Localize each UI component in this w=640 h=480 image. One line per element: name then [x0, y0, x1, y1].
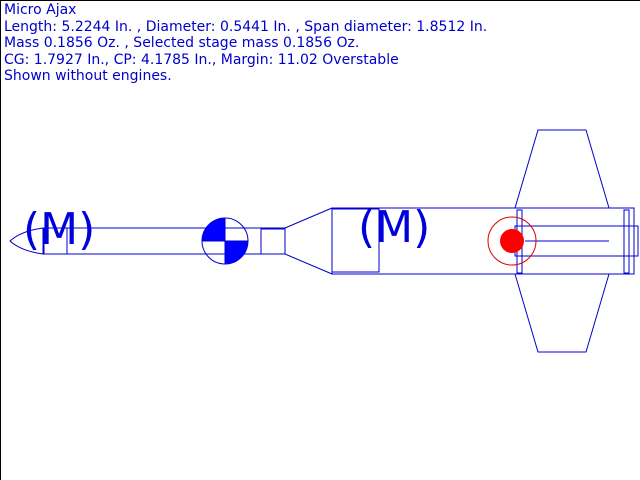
mass-marker-label-main: (M)	[358, 202, 430, 253]
dimensions-line: Length: 5.2244 In. , Diameter: 0.5441 In…	[4, 18, 488, 35]
main-mass-component	[331, 208, 380, 273]
nose-cone	[9, 227, 44, 255]
rocket-info: Micro Ajax Length: 5.2244 In. , Diameter…	[4, 2, 487, 85]
cg-marker-icon	[201, 217, 249, 265]
mass-line: Mass 0.1856 Oz. , Selected stage mass 0.…	[4, 35, 360, 51]
front-mass-component	[43, 227, 68, 255]
cp-marker-icon	[487, 216, 537, 266]
engines-note: Shown without engines.	[4, 68, 172, 84]
stability-line: CG: 1.7927 In., CP: 4.1785 In., Margin: …	[4, 51, 399, 68]
rocket-name: Micro Ajax	[4, 2, 77, 18]
fin-bottom	[514, 273, 610, 353]
coupler	[260, 228, 286, 255]
fin-top	[514, 129, 610, 209]
transition	[284, 207, 333, 275]
mass-marker-label-front: (M)	[23, 204, 95, 255]
centering-ring-rear	[623, 209, 630, 274]
